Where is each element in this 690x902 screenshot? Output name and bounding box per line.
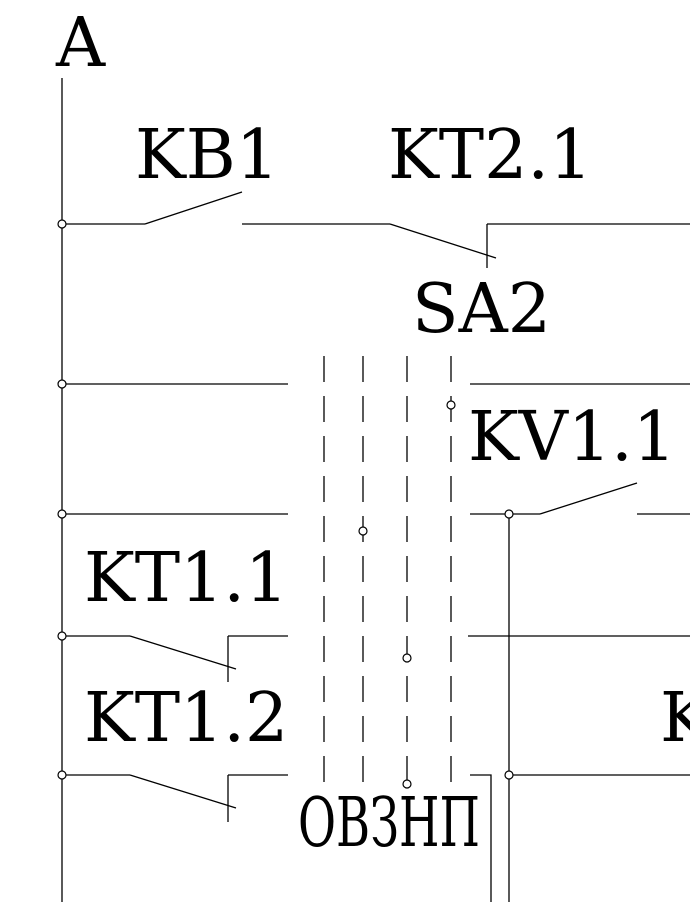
junction-node-row1 — [57, 219, 67, 229]
sa2-contact-mark-4 — [402, 779, 412, 789]
junction-node-row5 — [57, 770, 67, 780]
contact-label-kv1-1: KV1.1 — [468, 398, 676, 477]
junction-node-right-row3 — [504, 509, 514, 519]
kt1-1-contact-blade — [129, 635, 237, 670]
wire-row5-right-drop — [470, 774, 492, 902]
switch-label-kt2-1: KT2.1 — [388, 116, 592, 195]
sa2-contact-mark-2 — [358, 526, 368, 536]
selector-positions-label: ОВЗНП — [298, 784, 480, 863]
kt2-1-contact-blade — [389, 223, 497, 259]
junction-node-row4 — [57, 631, 67, 641]
junction-node-row2 — [57, 379, 67, 389]
bus-label: A — [55, 4, 106, 83]
kb1-contact-blade — [144, 191, 243, 225]
sa2-contact-mark-1 — [446, 400, 456, 410]
kv1-1-contact-blade — [539, 482, 638, 515]
sa2-contact-mark-3 — [402, 653, 412, 663]
contact-label-kt1-1: KT1.1 — [84, 539, 288, 618]
junction-node-row3 — [57, 509, 67, 519]
selector-label-sa2: SA2 — [412, 270, 551, 349]
switch-label-kb1: KB1 — [135, 116, 279, 195]
contact-label-cut-right: K — [660, 679, 690, 758]
junction-node-right-row5 — [504, 770, 514, 780]
kt1-2-contact-blade — [129, 774, 237, 809]
contact-label-kt1-2: KT1.2 — [84, 679, 288, 758]
